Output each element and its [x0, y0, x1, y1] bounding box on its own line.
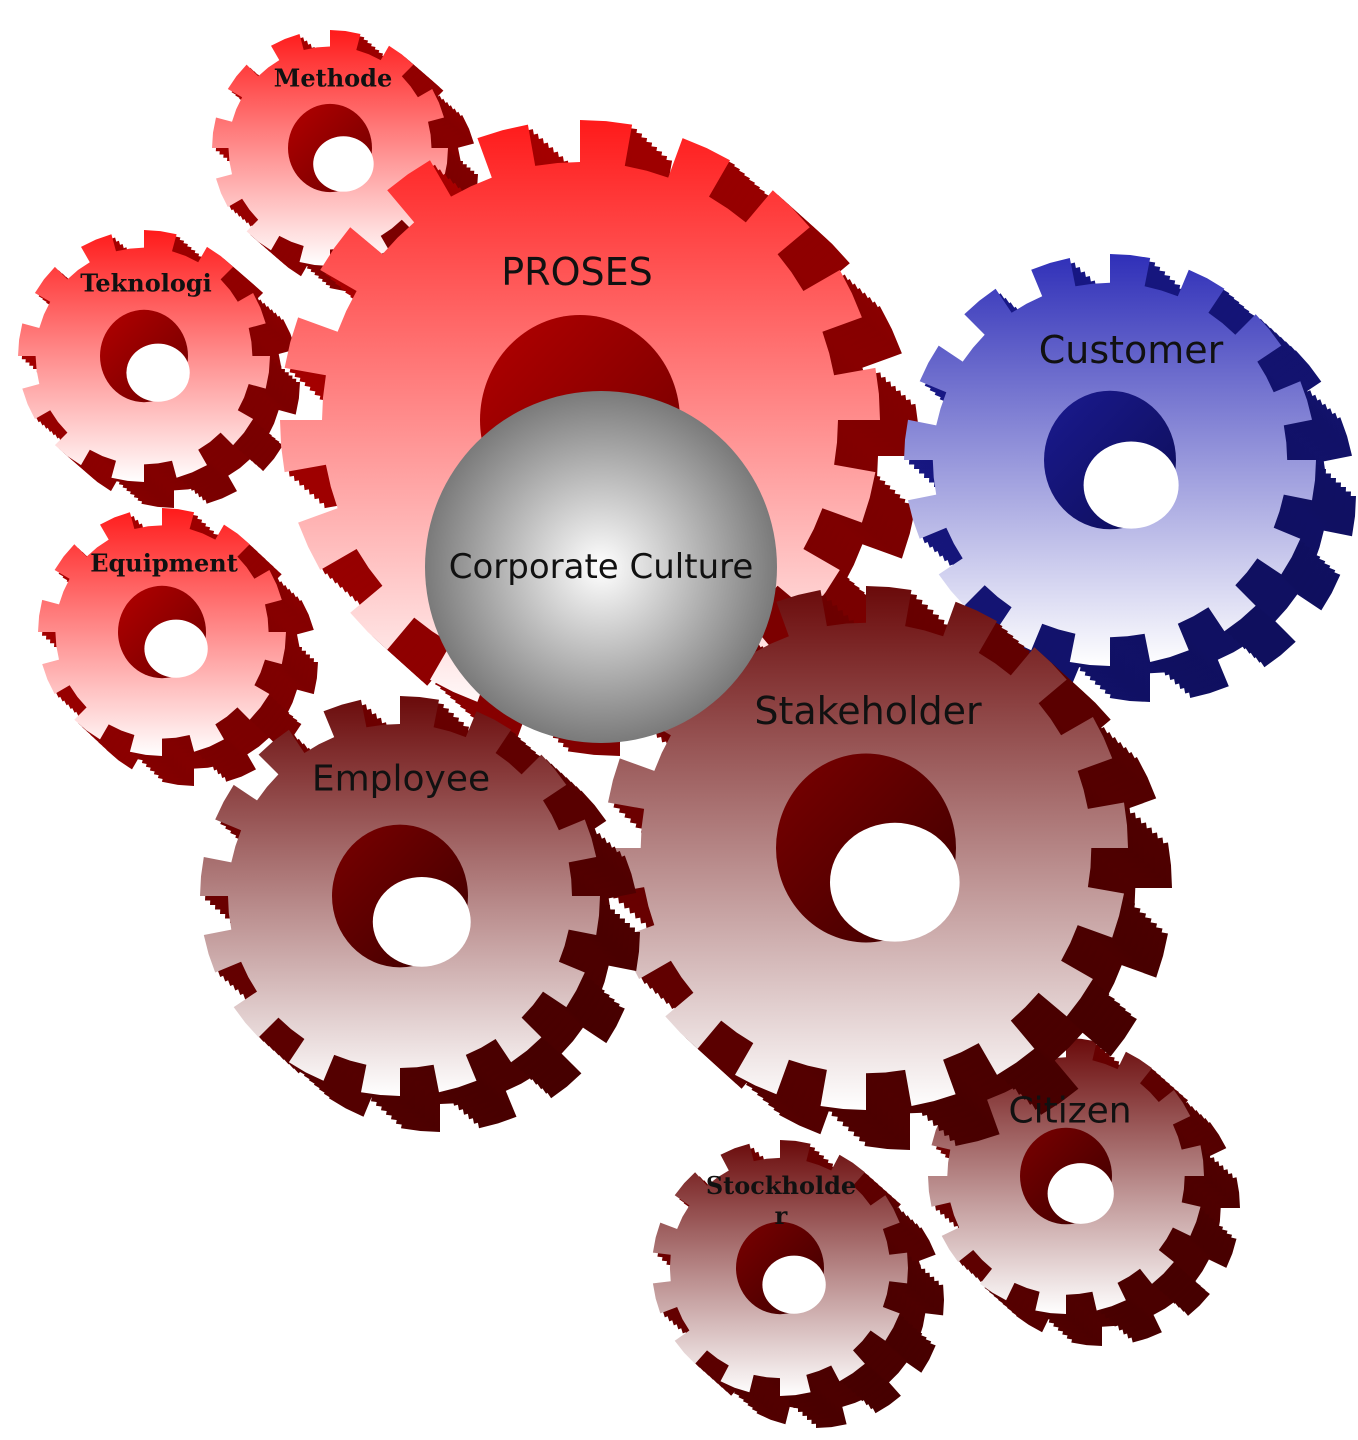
gear-hole-methode [313, 136, 374, 192]
gear-hole-stakeholder [830, 822, 960, 942]
gear-teknologi [18, 230, 300, 508]
gear-customer [904, 254, 1356, 702]
teknologi-label: Teknologi [80, 268, 212, 298]
gear-hole-citizen [1047, 1163, 1114, 1224]
gear-stakeholder [604, 586, 1172, 1150]
methode-label: Methode [273, 63, 393, 93]
customer-label: Customer [1038, 328, 1224, 372]
gear-hole-stockholder [762, 1255, 826, 1314]
corporate-culture-label: Corporate Culture [448, 547, 754, 587]
proses-label: PROSES [501, 250, 653, 294]
gear-hole-employee [372, 876, 471, 967]
citizen-label: Citizen [1008, 1090, 1132, 1132]
gear-stockholder [652, 1140, 944, 1428]
gear-hole-customer [1083, 441, 1179, 529]
employee-label: Employee [311, 758, 491, 800]
gear-hole-teknologi [126, 343, 190, 402]
stakeholder-label: Stakeholder [754, 689, 982, 733]
corporate-culture-sphere [425, 391, 777, 743]
gear-employee [200, 696, 640, 1132]
gear-methode [212, 30, 478, 292]
gear-citizen [928, 1038, 1240, 1346]
gear-hole-equipment [144, 619, 208, 678]
gear-equipment [38, 508, 318, 786]
equipment-label: Equipment [90, 548, 238, 578]
stockholder-label: Stockholder [705, 1171, 857, 1230]
